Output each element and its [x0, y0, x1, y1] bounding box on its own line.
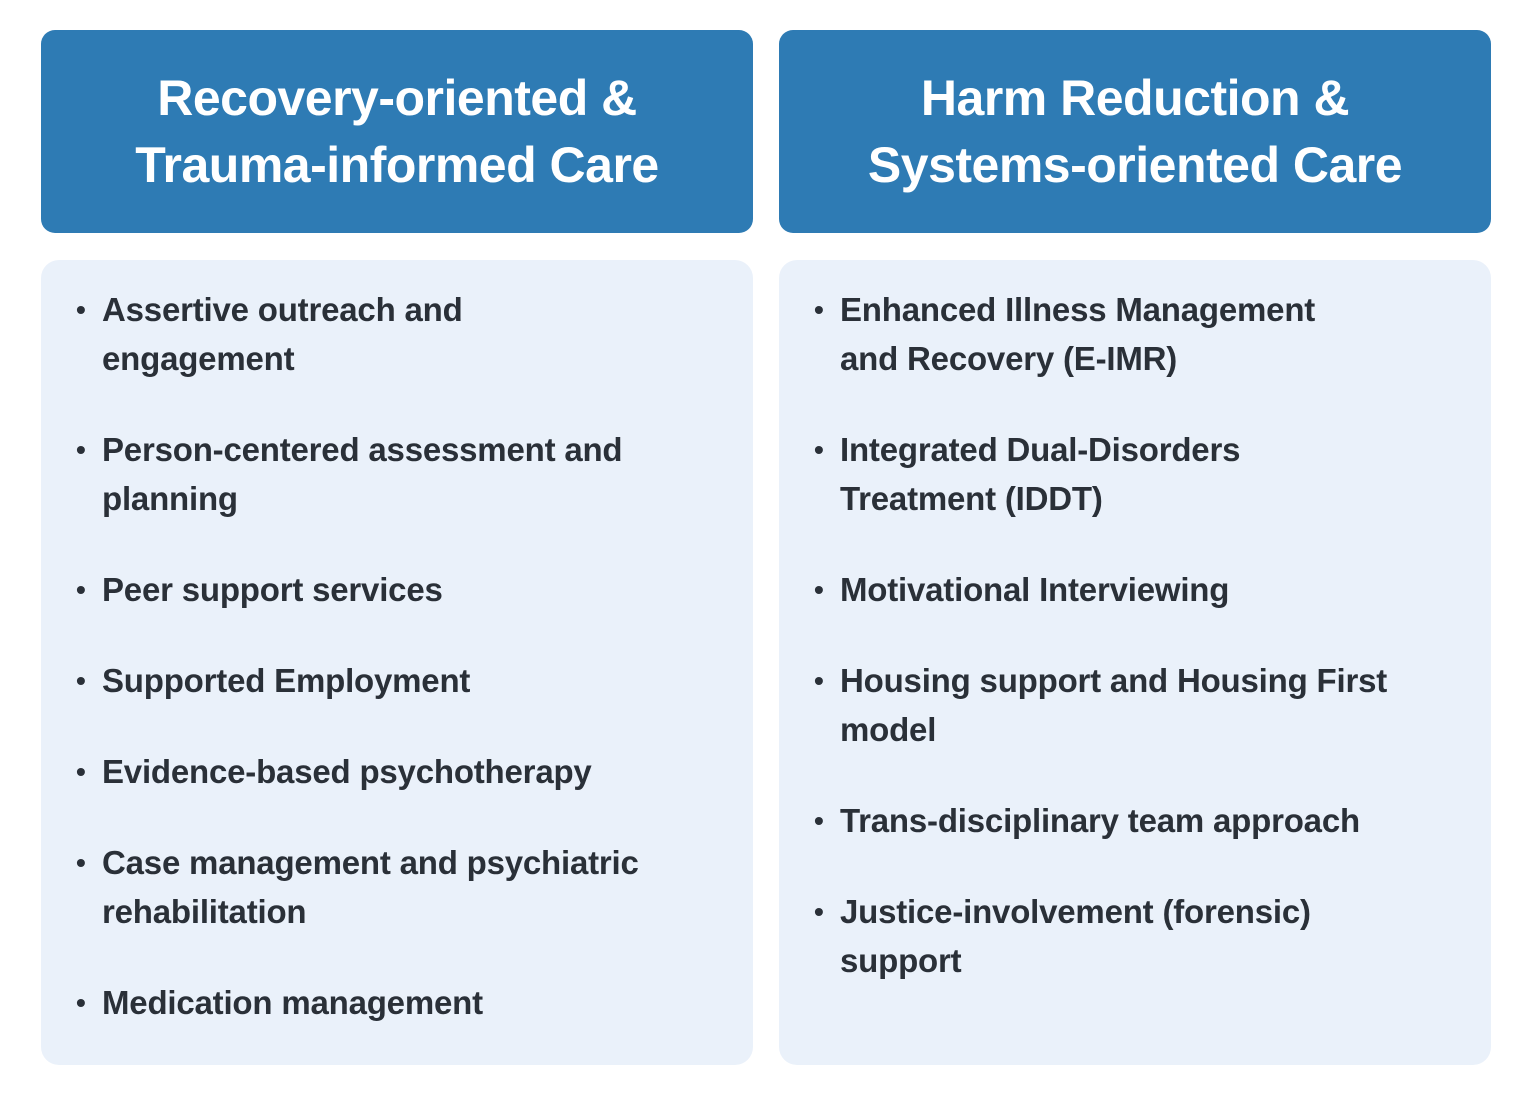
- bullet-icon: •: [814, 805, 824, 836]
- list-item-text: Justice-involvement (forensic) support: [840, 893, 1311, 979]
- list-item: • Motivational Interviewing: [814, 565, 1469, 614]
- list-item: • Case management and psychiatric rehabil…: [76, 838, 731, 936]
- bullet-icon: •: [814, 574, 824, 605]
- list-item-text: Assertive outreach and engagement: [102, 291, 463, 377]
- list-item: • Justice-involvement (forensic) support: [814, 887, 1469, 985]
- list-item: • Housing support and Housing First model: [814, 656, 1469, 754]
- list-item: • Enhanced Illness Management and Recover…: [814, 285, 1469, 383]
- list-item: • Trans-disciplinary team approach: [814, 796, 1469, 845]
- bullet-icon: •: [814, 294, 824, 325]
- list-item: • Evidence-based psychotherapy: [76, 747, 731, 796]
- list-item-text: Medication management: [102, 984, 483, 1021]
- bullet-icon: •: [76, 987, 86, 1018]
- column-panel-recovery-trauma: • Assertive outreach and engagement • Perso…: [41, 260, 753, 1065]
- bullet-icon: •: [76, 847, 86, 878]
- bullet-icon: •: [76, 756, 86, 787]
- list-item-text: Enhanced Illness Management and Recovery…: [840, 291, 1316, 377]
- list-item-text: Case management and psychiatric rehabili…: [102, 844, 639, 930]
- list-item-text: Peer support services: [102, 571, 443, 608]
- bullet-icon: •: [76, 294, 86, 325]
- list-item: • Assertive outreach and engagement: [76, 285, 731, 383]
- list-item: • Integrated Dual-Disorders Treatment (ID…: [814, 425, 1469, 523]
- header-line: Harm Reduction &: [920, 69, 1350, 126]
- column-panel-harm-reduction-systems: • Enhanced Illness Management and Recover…: [779, 260, 1491, 1065]
- bullet-icon: •: [76, 574, 86, 605]
- column-header-harm-reduction-systems: Harm Reduction & Systems-oriented Care: [779, 30, 1491, 233]
- list-item-text: Integrated Dual-Disorders Treatment (IDD…: [840, 431, 1241, 517]
- bullet-icon: •: [814, 434, 824, 465]
- column-header-recovery-trauma: Recovery-oriented & Trauma-informed Care: [41, 30, 753, 233]
- list-item: • Peer support services: [76, 565, 731, 614]
- header-line: Recovery-oriented &: [157, 69, 637, 126]
- header-line: Trauma-informed Care: [135, 136, 659, 193]
- header-line: Systems-oriented Care: [867, 136, 1403, 193]
- bullet-icon: •: [76, 665, 86, 696]
- bullet-list-harm-reduction-systems: • Enhanced Illness Management and Recover…: [814, 285, 1469, 985]
- bullet-icon: •: [76, 434, 86, 465]
- list-item-text: Housing support and Housing First model: [840, 662, 1388, 748]
- list-item: • Medication management: [76, 978, 731, 1027]
- list-item-text: Motivational Interviewing: [840, 571, 1230, 608]
- list-item-text: Supported Employment: [102, 662, 471, 699]
- column-recovery-trauma: Recovery-oriented & Trauma-informed Care…: [41, 30, 753, 1065]
- list-item-text: Person-centered assessment and planning: [102, 431, 623, 517]
- list-item: • Supported Employment: [76, 656, 731, 705]
- list-item-text: Evidence-based psychotherapy: [102, 753, 592, 790]
- bullet-icon: •: [814, 665, 824, 696]
- list-item-text: Trans-disciplinary team approach: [840, 802, 1360, 839]
- column-harm-reduction-systems: Harm Reduction & Systems-oriented Care •…: [779, 30, 1491, 1065]
- bullet-list-recovery-trauma: • Assertive outreach and engagement • Perso…: [76, 285, 731, 1027]
- list-item: • Person-centered assessment and planning: [76, 425, 731, 523]
- bullet-icon: •: [814, 896, 824, 927]
